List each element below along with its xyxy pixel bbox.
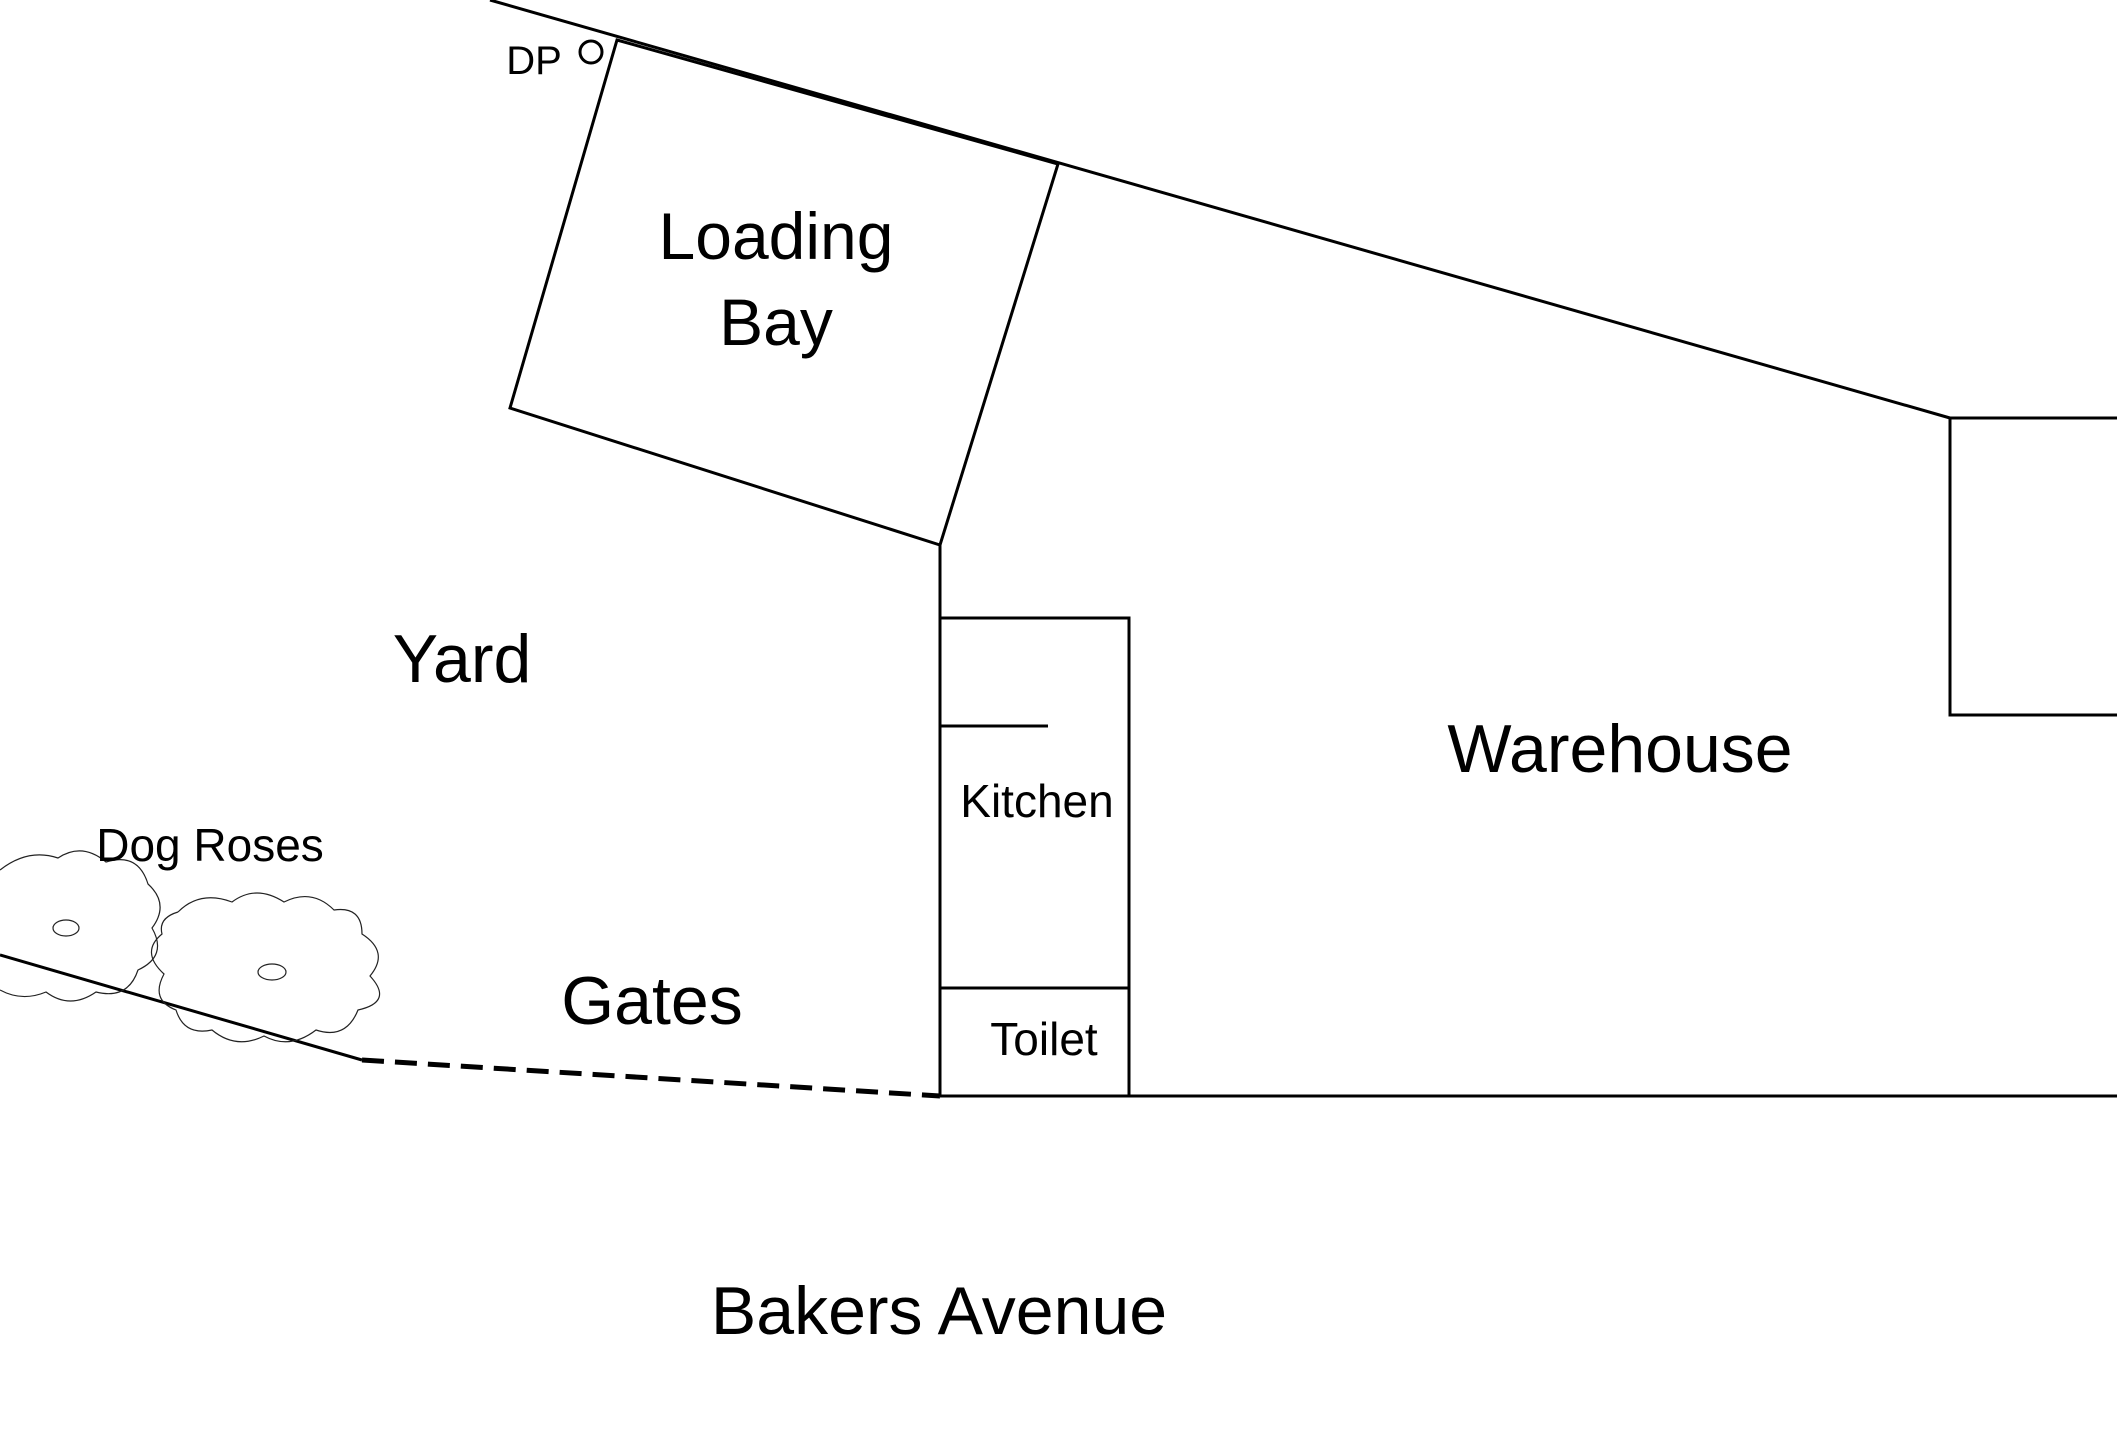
kitchen-label: Kitchen — [960, 775, 1113, 827]
kitchen-toilet-block-outline — [940, 616, 1131, 1096]
warehouse-label: Warehouse — [1447, 711, 1792, 787]
downpipe-circle — [578, 39, 604, 65]
loading-bay-label-line1: Loading — [659, 199, 894, 273]
rose-bush-symbol — [0, 850, 161, 1002]
rose-bush-symbol — [150, 892, 381, 1043]
gates-line — [361, 1057, 941, 1099]
street-name-label: Bakers Avenue — [711, 1273, 1167, 1349]
yard-label: Yard — [393, 621, 532, 697]
toilet-label: Toilet — [990, 1013, 1098, 1065]
loading-bay-label-line2: Bay — [719, 285, 833, 359]
yard-boundary-wall — [0, 953, 363, 1062]
downpipe-label: DP — [506, 39, 562, 83]
dog-roses-label: Dog Roses — [96, 819, 324, 871]
annex-building-outline — [1948, 416, 2117, 717]
gates-label: Gates — [561, 963, 742, 1039]
top-boundary-line — [489, 0, 1951, 420]
